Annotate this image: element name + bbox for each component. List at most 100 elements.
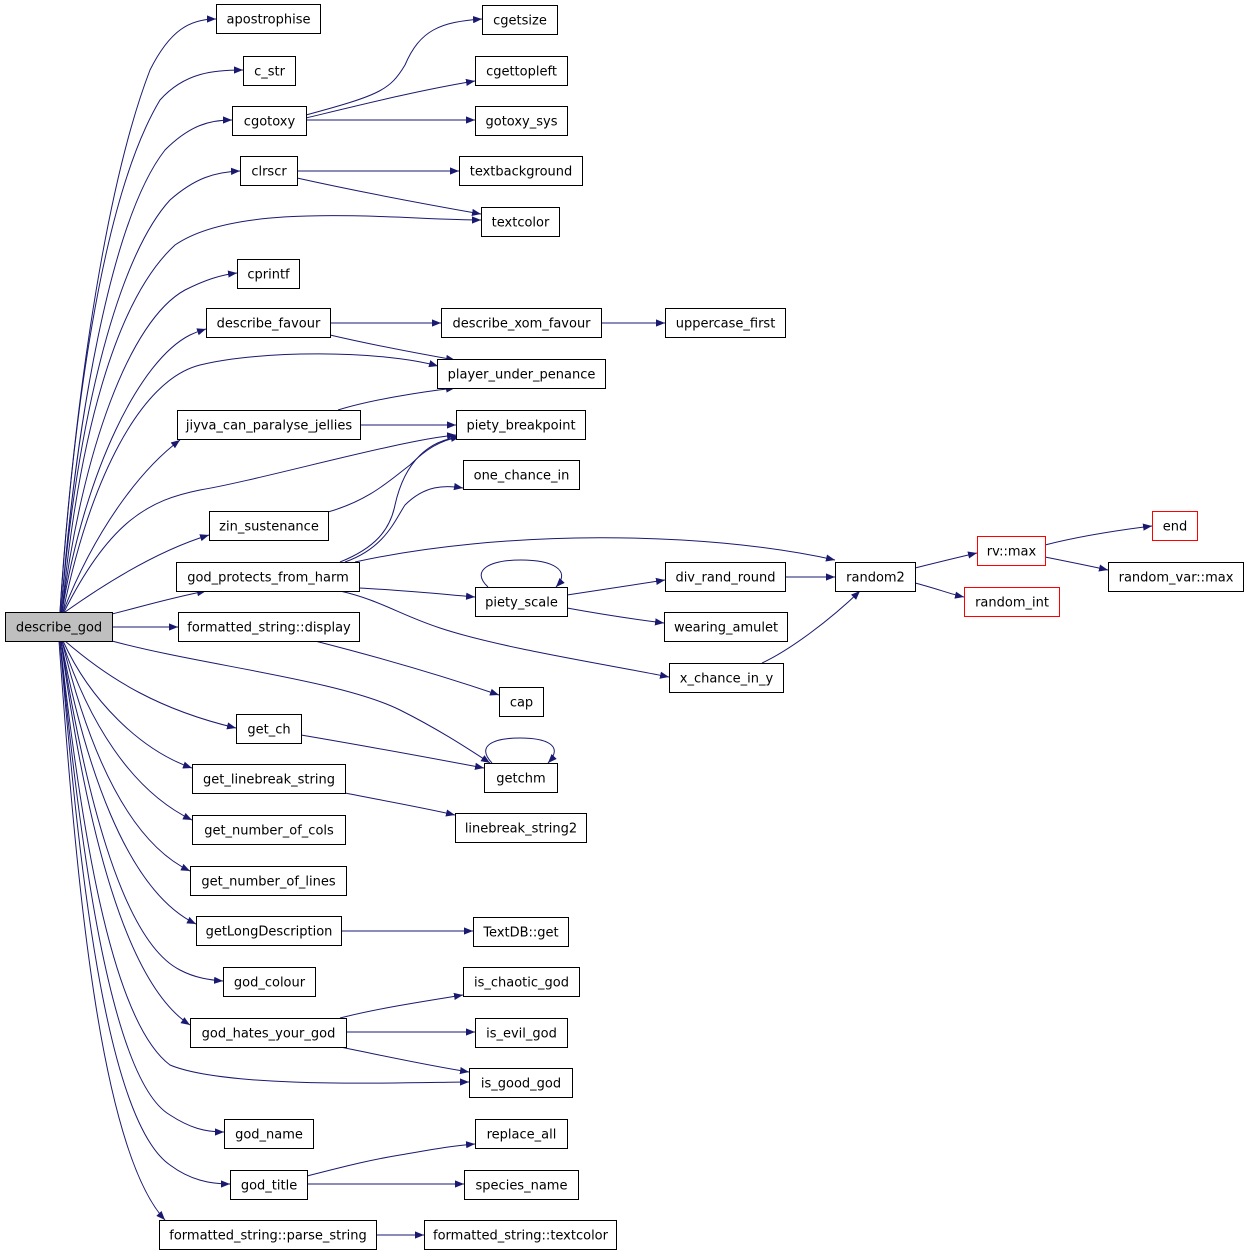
node-piety-scale[interactable]: piety_scale <box>475 587 568 617</box>
edge-describe-god-to-apostrophise <box>59 15 217 613</box>
edge-line <box>60 640 191 1026</box>
edge-line <box>566 577 666 596</box>
edge-line <box>358 587 476 600</box>
edge-describe-god-to-god-hates-your-god <box>60 640 191 1026</box>
node-box <box>224 1119 314 1149</box>
node-get-number-of-cols[interactable]: get_number_of_cols <box>192 815 346 845</box>
node-label: is_evil_god <box>486 1027 557 1042</box>
node-box <box>192 815 346 845</box>
edge-get-ch-to-getchm <box>300 734 485 770</box>
node-random-var-max[interactable]: random_var::max <box>1108 562 1244 592</box>
node-cgetsize[interactable]: cgetsize <box>482 5 558 35</box>
node-box <box>1108 562 1244 592</box>
node-jiyva-can-paralyse-jellies[interactable]: jiyva_can_paralyse_jellies <box>177 410 361 440</box>
node-clrscr[interactable]: clrscr <box>240 156 298 186</box>
node-label: apostrophise <box>227 13 311 28</box>
node-TextDB-get[interactable]: TextDB::get <box>473 917 569 947</box>
node-is-evil-god[interactable]: is_evil_god <box>475 1018 568 1048</box>
node-piety-breakpoint[interactable]: piety_breakpoint <box>456 410 586 440</box>
edge-line <box>64 640 237 730</box>
node-replace-all[interactable]: replace_all <box>475 1119 568 1149</box>
node-fs-textcolor[interactable]: formatted_string::textcolor <box>424 1220 617 1250</box>
node-box <box>209 511 329 541</box>
edge-line <box>339 434 461 563</box>
node-cprintf[interactable]: cprintf <box>237 259 300 289</box>
node-box <box>176 562 360 592</box>
node-linebreak-string2[interactable]: linebreak_string2 <box>455 813 587 843</box>
node-label: get_number_of_cols <box>204 824 334 839</box>
node-god-colour[interactable]: god_colour <box>223 967 316 997</box>
node-box <box>475 56 568 86</box>
node-is-good-god[interactable]: is_good_god <box>469 1068 573 1098</box>
edge-describe-god-to-player-under-penance <box>62 353 439 613</box>
edge-zin-sustenance-to-piety-breakpoint <box>327 434 461 513</box>
node-cgettopleft[interactable]: cgettopleft <box>475 56 568 86</box>
node-describe-xom-favour[interactable]: describe_xom_favour <box>441 308 602 338</box>
node-label: x_chance_in_y <box>680 672 774 687</box>
node-label: get_linebreak_string <box>203 773 335 788</box>
node-box <box>5 612 113 642</box>
node-getLongDescription[interactable]: getLongDescription <box>196 916 342 946</box>
node-cgotoxy[interactable]: cgotoxy <box>232 106 307 136</box>
node-c-str[interactable]: c_str <box>243 56 296 86</box>
node-describe-god[interactable]: describe_god <box>5 612 113 642</box>
node-random2[interactable]: random2 <box>835 562 916 592</box>
node-label: player_under_penance <box>448 368 596 383</box>
node-uppercase-first[interactable]: uppercase_first <box>665 308 786 338</box>
node-box <box>484 763 558 793</box>
edge-line <box>914 551 978 569</box>
node-species-name[interactable]: species_name <box>464 1170 579 1200</box>
node-textbackground[interactable]: textbackground <box>459 156 583 186</box>
node-x-chance-in-y[interactable]: x_chance_in_y <box>669 663 784 693</box>
edge-line <box>327 434 461 513</box>
node-fs-parse-string[interactable]: formatted_string::parse_string <box>159 1220 377 1250</box>
edge-line <box>1044 556 1109 572</box>
node-one-chance-in[interactable]: one_chance_in <box>463 460 580 490</box>
edge-describe-god-to-c-str <box>59 66 244 613</box>
node-box <box>665 308 786 338</box>
edge-line <box>485 737 557 764</box>
node-get-number-of-lines[interactable]: get_number_of_lines <box>190 866 347 896</box>
edge-line <box>296 177 482 216</box>
node-god-protects-from-harm[interactable]: god_protects_from_harm <box>176 562 360 592</box>
node-getchm[interactable]: getchm <box>484 763 558 793</box>
node-box <box>236 714 302 744</box>
node-god-title[interactable]: god_title <box>230 1170 308 1200</box>
node-label: god_colour <box>234 976 306 991</box>
edge-line <box>337 385 456 411</box>
edge-describe-god-to-jiyva-can-paralyse-jellies <box>62 439 181 613</box>
edge-line <box>60 640 197 925</box>
node-box <box>977 536 1046 566</box>
node-get-linebreak-string[interactable]: get_linebreak_string <box>192 764 346 794</box>
node-gotoxy-sys[interactable]: gotoxy_sys <box>475 106 568 136</box>
node-box <box>240 156 298 186</box>
node-cap[interactable]: cap <box>499 687 544 717</box>
node-box <box>464 1170 579 1200</box>
node-label: formatted_string::parse_string <box>169 1229 366 1244</box>
node-textcolor[interactable]: textcolor <box>481 207 560 237</box>
node-apostrophise[interactable]: apostrophise <box>216 4 321 34</box>
node-describe-favour[interactable]: describe_favour <box>206 308 331 338</box>
node-random-int[interactable]: random_int <box>964 587 1060 617</box>
node-div-rand-round[interactable]: div_rand_round <box>665 562 786 592</box>
node-god-name[interactable]: god_name <box>224 1119 314 1149</box>
node-player-under-penance[interactable]: player_under_penance <box>437 359 606 389</box>
edge-line <box>60 167 241 613</box>
edge-line <box>111 589 207 615</box>
node-label: describe_god <box>16 621 102 636</box>
node-label: textcolor <box>492 216 550 231</box>
node-rv-max[interactable]: rv::max <box>977 536 1046 566</box>
node-fs-display[interactable]: formatted_string::display <box>178 612 360 642</box>
node-label: getchm <box>496 772 545 787</box>
node-box <box>177 410 361 440</box>
edge-describe-god-to-god-colour <box>60 640 224 984</box>
node-box <box>456 410 586 440</box>
node-is-chaotic-god[interactable]: is_chaotic_god <box>463 967 580 997</box>
node-get-ch[interactable]: get_ch <box>236 714 302 744</box>
node-wearing-amulet[interactable]: wearing_amulet <box>664 612 788 642</box>
edge-clrscr-to-textcolor <box>296 177 482 216</box>
node-end[interactable]: end <box>1152 511 1198 541</box>
node-god-hates-your-god[interactable]: god_hates_your_god <box>190 1018 347 1048</box>
node-zin-sustenance[interactable]: zin_sustenance <box>209 511 329 541</box>
edge-line <box>761 590 861 664</box>
